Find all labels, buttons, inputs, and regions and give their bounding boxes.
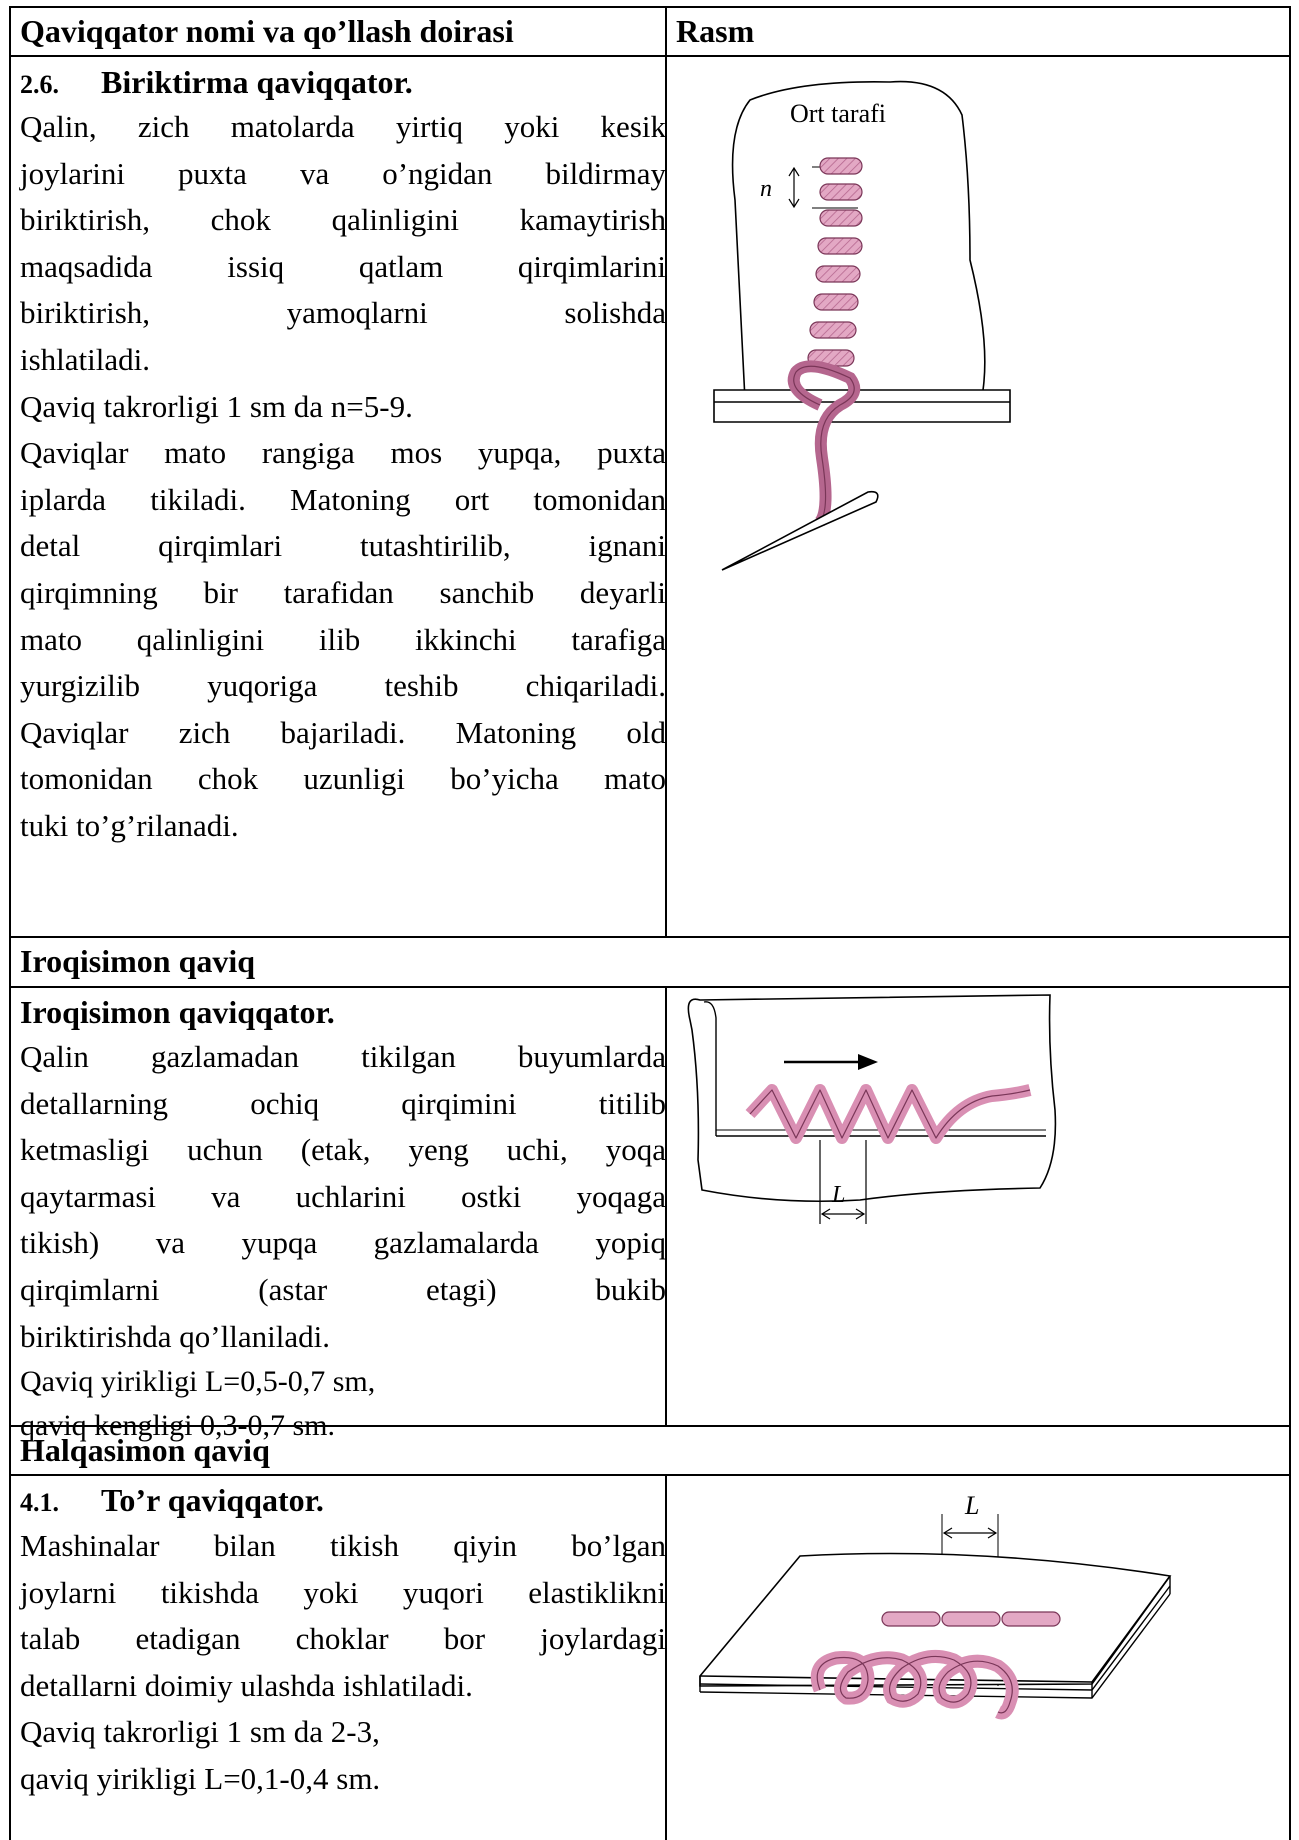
text-line: ishlatiladi. <box>20 341 151 377</box>
text-line: tuki to’g’rilanadi. <box>20 807 239 843</box>
row1-bottom-border <box>9 936 1291 938</box>
dim-L-label: L <box>964 1491 979 1520</box>
text-line: Qalin, zich matolarda yirtiq yoki kesik <box>20 109 666 144</box>
section1-heading: 2.6. Biriktirma qaviqqator. <box>20 60 413 104</box>
text-line: ketmasligi uchun (etak, yeng uchi, yoqa <box>20 1132 666 1168</box>
dim-n-label: n <box>760 176 772 202</box>
stitch-bars <box>881 1611 1061 1627</box>
section3-title: To’r qaviqqator. <box>101 1482 324 1518</box>
dim-L-label: L <box>831 1182 845 1208</box>
fabric-fold <box>713 389 1011 423</box>
text-line: detal qirqimlari tutashtirilib, ignani <box>20 528 666 564</box>
section1-number: 2.6. <box>20 70 59 99</box>
text-line: talab etadigan choklar bor joylardagi <box>20 1621 666 1657</box>
section3-number: 4.1. <box>20 1488 59 1517</box>
text-line: mato qalinligini ilib ikkinchi tarafiga <box>20 621 666 657</box>
table-top-border <box>9 6 1291 8</box>
text-line: iplarda tikiladi. Matoning ort tomonidan <box>20 481 666 517</box>
biriktirma-stitch-figure: Ort tarafi n <box>713 80 1011 571</box>
stitch-bars <box>807 157 863 367</box>
iroqisimon-stitch-figure: L <box>687 994 1057 1224</box>
section2-title: Iroqisimon qaviqqator. <box>20 994 335 1030</box>
text-line: Qaviqlar zich bajariladi. Matoning old <box>20 714 666 750</box>
header-bottom-border <box>9 55 1291 57</box>
tor-stitch-figure: L <box>699 1491 1172 1720</box>
text-line: qaviq yirikligi L=0,1-0,4 sm. <box>20 1760 381 1796</box>
text-line: joylarni tikishda yoki yuqori elastiklik… <box>20 1574 666 1610</box>
text-line: tikish) va yupqa gazlamalarda yopiq <box>20 1225 666 1261</box>
text-line: qirqimning bir tarafidan sanchib deyarli <box>20 574 666 610</box>
group1-title: Iroqisimon qaviq <box>20 943 256 979</box>
group2-bottom-border <box>9 1474 1291 1476</box>
group2-title: Halqasimon qaviq <box>20 1432 270 1468</box>
header-col2: Rasm <box>676 13 755 49</box>
needle-icon <box>721 490 879 571</box>
arrow-icon <box>858 1054 878 1070</box>
column-divider-3 <box>665 1474 667 1840</box>
text-line: Qaviq yirikligi L=0,5-0,7 sm, <box>20 1365 376 1399</box>
column-divider-1 <box>665 6 667 938</box>
text-line: tomonidan chok uzunligi bo’yicha mato <box>20 761 666 797</box>
fabric-outline <box>731 80 986 401</box>
text-line: yurgizilib yuqoriga teshib chiqariladi. <box>20 668 666 704</box>
section1-title: Biriktirma qaviqqator. <box>101 64 413 100</box>
text-line: Qaviq takrorligi 1 sm da 2-3, <box>20 1714 380 1750</box>
table-right-border <box>1289 6 1291 1840</box>
text-line: Qaviqlar mato rangiga mos yupqa, puxta <box>20 435 666 471</box>
section3-heading: 4.1. To’r qaviqqator. <box>20 1478 324 1522</box>
text-line: qaviq kengligi 0,3-0,7 sm. <box>20 1409 335 1443</box>
text-line: Mashinalar bilan tikish qiyin bo’lgan <box>20 1528 666 1563</box>
header-col1: Qaviqqator nomi va qo’llash doirasi <box>20 13 514 49</box>
text-line: biriktirish, yamoqlarni solishda <box>20 295 666 331</box>
section3-body: Mashinalar bilan tikish qiyin bo’lgan jo… <box>20 1523 666 1803</box>
text-line: joylarini puxta va o’ngidan bildirmay <box>20 155 666 191</box>
text-line: detallarni doimiy ulashda ishlatiladi. <box>20 1667 473 1703</box>
text-line: Qalin gazlamadan tikilgan buyumlarda <box>20 1039 666 1074</box>
section2-body: Qalin gazlamadan tikilgan buyumlarda det… <box>20 1034 666 1448</box>
text-line: qirqimlarni (astar etagi) bukib <box>20 1271 666 1307</box>
text-line: biriktirish, chok qalinligini kamaytiris… <box>20 202 666 238</box>
text-line: biriktirishda qo’llaniladi. <box>20 1318 330 1354</box>
text-line: detallarning ochiq qirqimini titilib <box>20 1085 666 1121</box>
table-left-border <box>9 6 11 1840</box>
group1-bottom-border <box>9 986 1291 988</box>
text-line: maqsadida issiq qatlam qirqimlarini <box>20 248 666 284</box>
figure-label: Ort tarafi <box>790 99 886 128</box>
section1-body: Qalin, zich matolarda yirtiq yoki kesik … <box>20 104 666 850</box>
text-line: qaytarmasi va uchlarini ostki yoqaga <box>20 1178 666 1214</box>
column-divider-2 <box>665 986 667 1427</box>
text-line: Qaviq takrorligi 1 sm da n=5-9. <box>20 388 413 424</box>
row2-bottom-border <box>9 1425 1291 1427</box>
